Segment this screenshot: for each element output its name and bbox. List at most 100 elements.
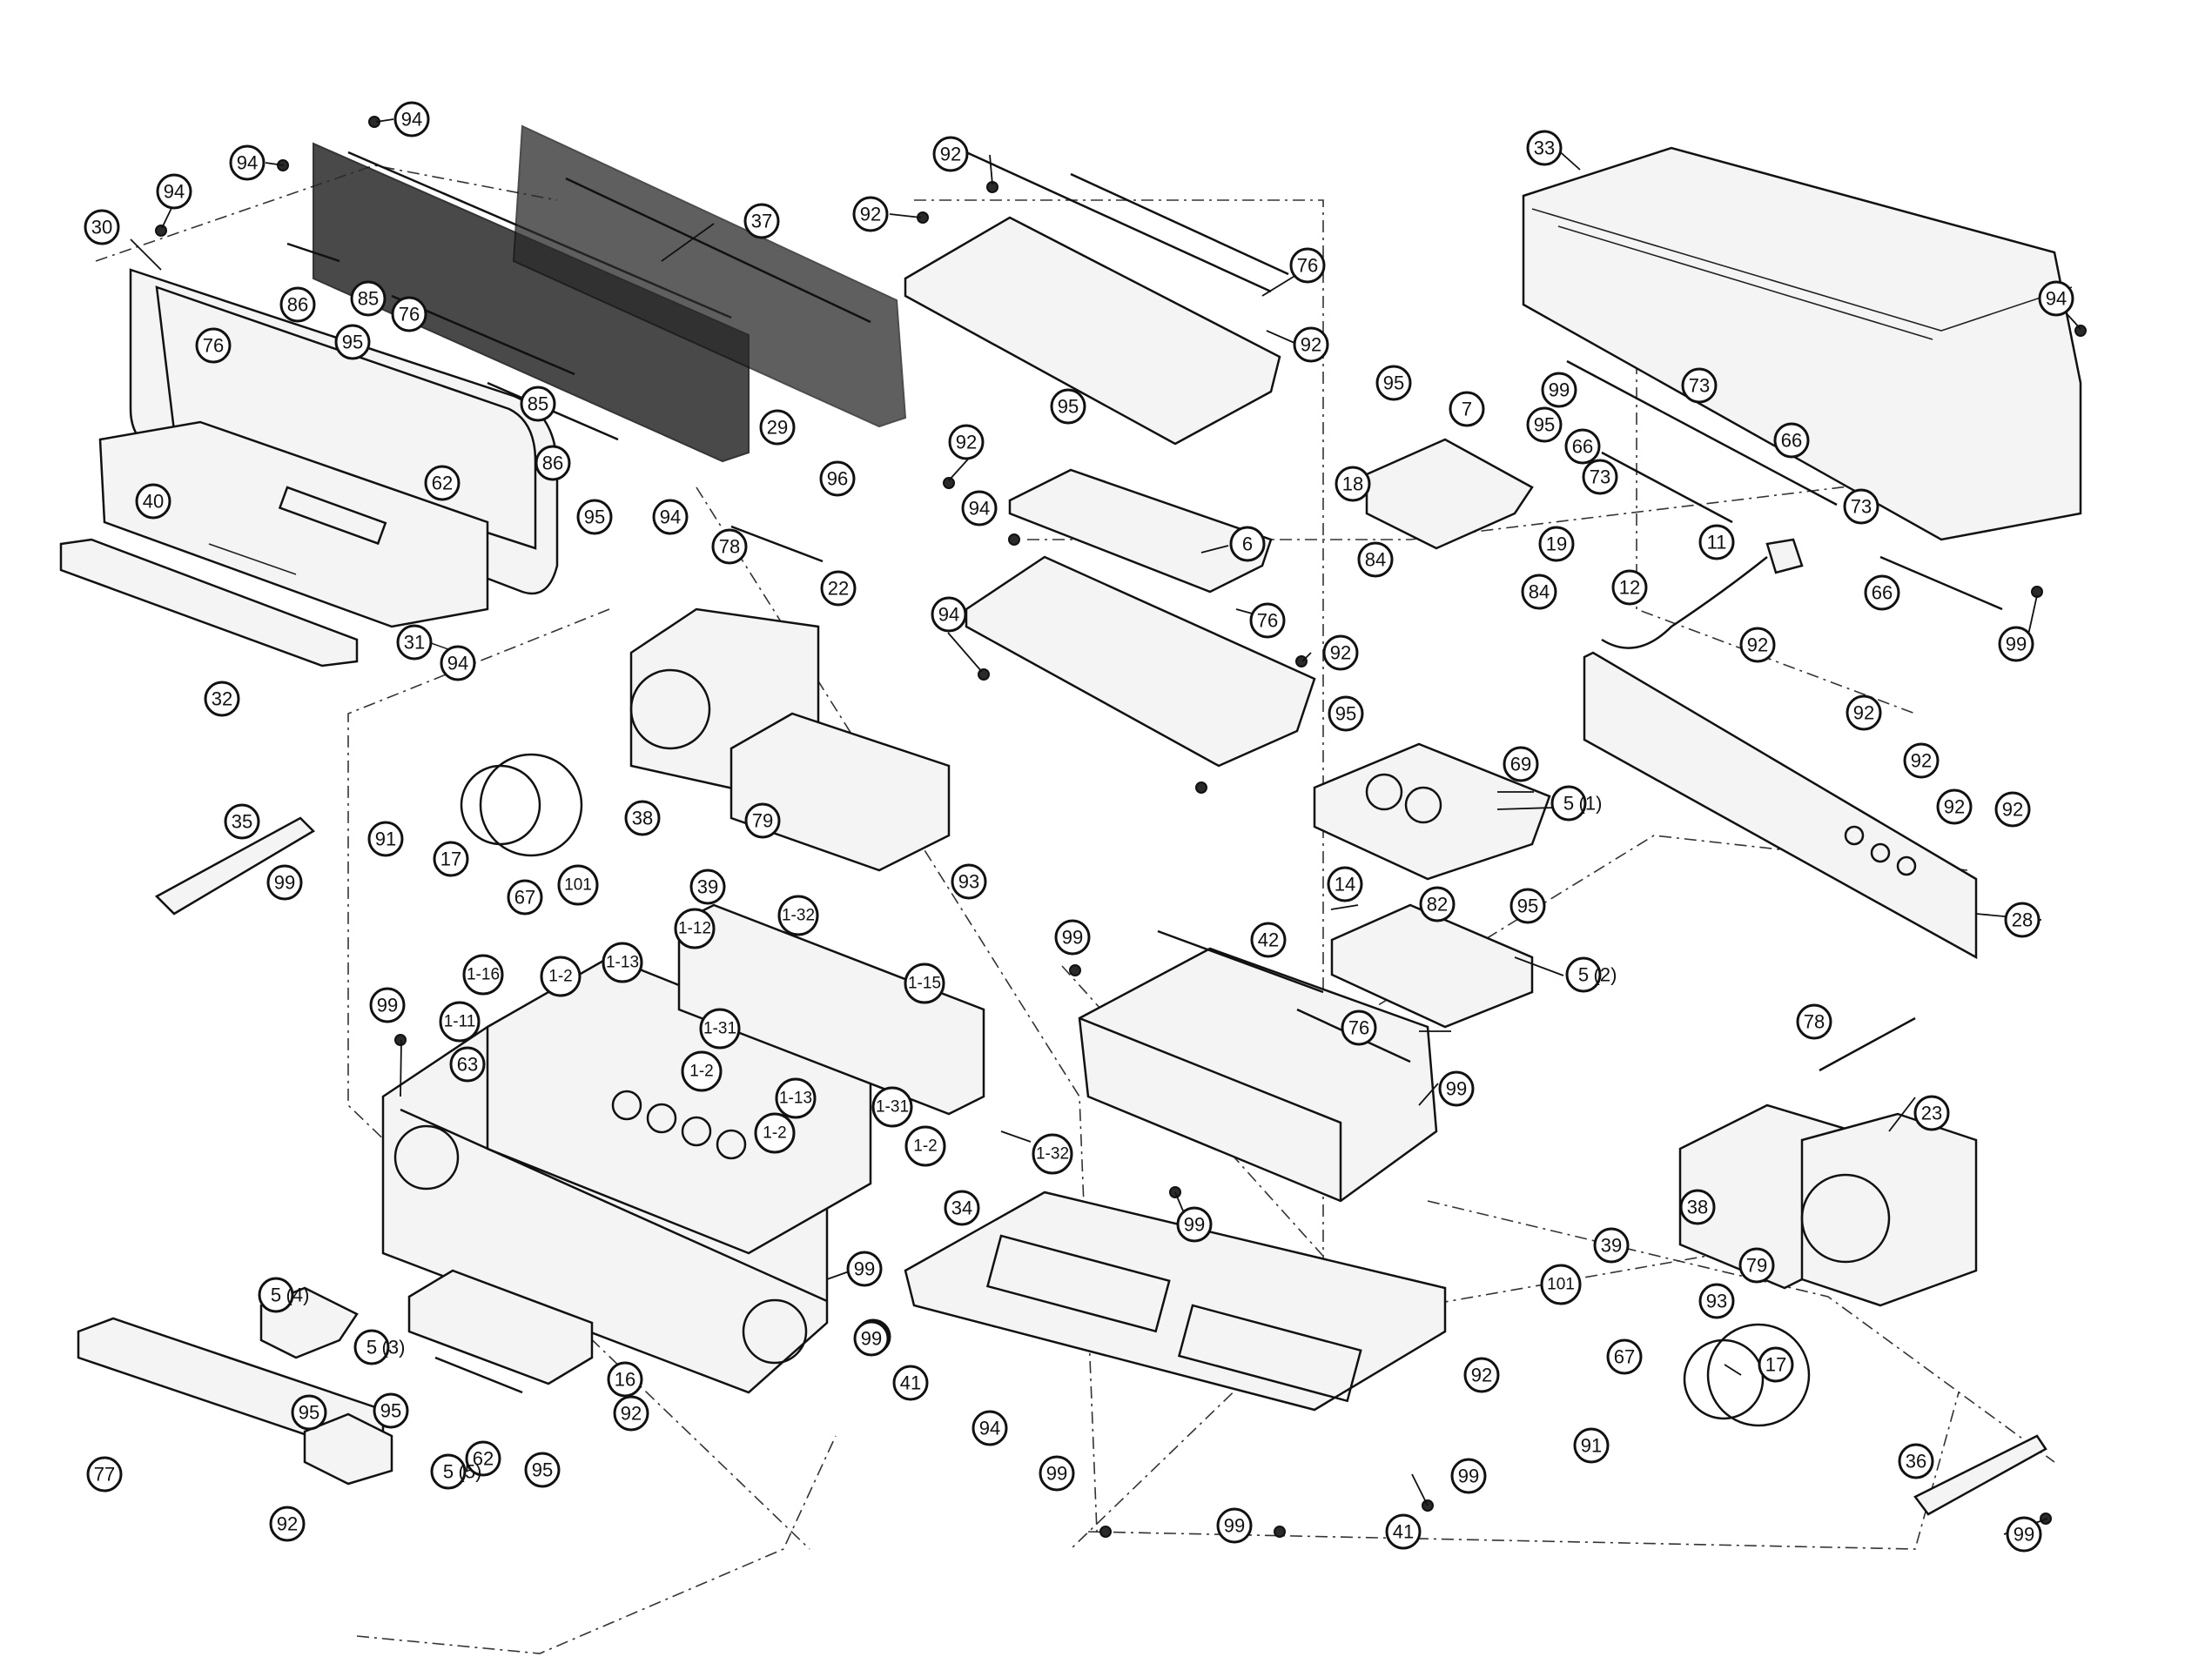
callout-suffix: (2) [1594, 964, 1617, 986]
callout-number: 86 [287, 294, 308, 316]
callout-circle [576, 499, 613, 535]
part-callout-92: 92 [1994, 791, 2031, 828]
callout-number: 69 [1510, 754, 1531, 775]
callout-circle [1328, 695, 1364, 732]
callout-number: 1-13 [606, 954, 639, 972]
callout-circle [699, 1008, 741, 1050]
callout-number: 99 [1549, 379, 1570, 401]
callout-number: 95 [342, 332, 363, 353]
callout-circle [449, 1046, 486, 1083]
part-callout-29: 29 [759, 409, 796, 446]
part-callout-38: 38 [1679, 1189, 1716, 1225]
callout-number: 101 [1547, 1276, 1575, 1294]
callout-number: 31 [404, 632, 425, 654]
callout-circle [1738, 1247, 1775, 1284]
part-callout-99: 99 [369, 987, 406, 1023]
callout-number: 19 [1546, 533, 1567, 555]
callout-circle [135, 483, 171, 520]
part-callout-5: 5(4) [258, 1277, 309, 1313]
callout-number: 95 [380, 1400, 401, 1422]
callout-number: 66 [1781, 430, 1802, 452]
part-callout-1-13: 1-13 [775, 1077, 817, 1119]
main-chassis [1078, 947, 1438, 1203]
callout-number: 99 [1458, 1466, 1479, 1487]
callout-circle [279, 286, 316, 323]
callout-number: 1-2 [689, 1063, 713, 1081]
speaker-baffle [381, 903, 985, 1394]
callout-number: 1-32 [1036, 1145, 1069, 1164]
callout-circle [1550, 785, 1587, 822]
part-callout-5: 5(1) [1550, 785, 1602, 822]
callout-number: 78 [1804, 1011, 1825, 1033]
callout-number: 99 [1062, 927, 1083, 949]
callout-number: 86 [542, 453, 563, 474]
part-callout-19: 19 [1538, 526, 1575, 562]
part-callout-1-2: 1-2 [754, 1112, 796, 1154]
callout-circle [674, 908, 716, 949]
callout-number: 92 [277, 1513, 298, 1535]
callout-circle [1357, 541, 1394, 578]
callout-circle [1679, 1189, 1716, 1225]
callout-circle [744, 802, 781, 839]
callout-number: 99 [854, 1258, 875, 1280]
callout-number: 85 [528, 393, 548, 415]
callout-number: 77 [94, 1464, 115, 1486]
part-callout-17: 17 [1758, 1346, 1794, 1383]
callout-circle [350, 280, 387, 317]
part-callout-39: 39 [1593, 1227, 1630, 1264]
part-callout-92: 92 [948, 424, 985, 460]
part-callout-91: 91 [1573, 1427, 1610, 1464]
callout-circle [775, 1077, 817, 1119]
part-callout-62: 62 [424, 465, 461, 501]
callout-number: 5 [443, 1461, 454, 1483]
callout-circle [440, 645, 476, 681]
part-callout-94: 94 [2038, 280, 2074, 317]
callout-circle [1293, 326, 1329, 363]
part-callout-1-2: 1-2 [681, 1050, 723, 1092]
callout-number: 1-31 [703, 1020, 736, 1038]
callout-circle [1538, 526, 1575, 562]
part-callout-99: 99 [1541, 372, 1577, 408]
callout-number: 1-2 [763, 1124, 786, 1143]
part-callout-95: 95 [1509, 888, 1546, 924]
part-callout-101: 101 [1540, 1264, 1582, 1305]
callout-number: 96 [827, 468, 848, 490]
left-speaker-unit [460, 607, 951, 872]
callout-circle [759, 409, 796, 446]
callout-circle [892, 1365, 929, 1401]
callout-number: 73 [1851, 496, 1872, 518]
part-callout-63: 63 [449, 1046, 486, 1083]
callout-number: 1-2 [548, 968, 572, 986]
callout-circle [777, 895, 819, 936]
part-callout-1-13: 1-13 [602, 942, 643, 983]
callout-circle [1229, 526, 1266, 562]
callout-circle [871, 1086, 913, 1128]
callout-circle [624, 800, 661, 836]
callout-circle [1449, 391, 1485, 427]
callout-number: 94 [2046, 288, 2067, 310]
callout-circle [373, 1392, 409, 1429]
callout-circle [1758, 1346, 1794, 1383]
callout-circle [948, 424, 985, 460]
part-callout-99: 99 [846, 1251, 883, 1287]
part-callout-78: 78 [1796, 1003, 1832, 1040]
callout-number: 16 [615, 1369, 635, 1391]
part-callout-1-31: 1-31 [699, 1008, 741, 1050]
part-callout-33: 33 [1526, 130, 1563, 166]
callout-circle [607, 1361, 643, 1398]
callout-circle [944, 1190, 980, 1226]
part-callout-99: 99 [853, 1320, 890, 1357]
callout-circle [1541, 372, 1577, 408]
callout-number: 92 [1471, 1365, 1492, 1386]
part-callout-23: 23 [1913, 1095, 1950, 1131]
callout-number: 33 [1534, 138, 1555, 159]
part-callout-94: 94 [961, 490, 998, 527]
part-callout-66: 66 [1564, 428, 1601, 465]
callout-circle [1335, 466, 1371, 502]
part-callout-95: 95 [524, 1452, 561, 1488]
callout-circle [1606, 1338, 1643, 1375]
part-callout-92: 92 [1322, 634, 1359, 671]
part-callout-41: 41 [892, 1365, 929, 1401]
callout-circle [1216, 1507, 1253, 1544]
